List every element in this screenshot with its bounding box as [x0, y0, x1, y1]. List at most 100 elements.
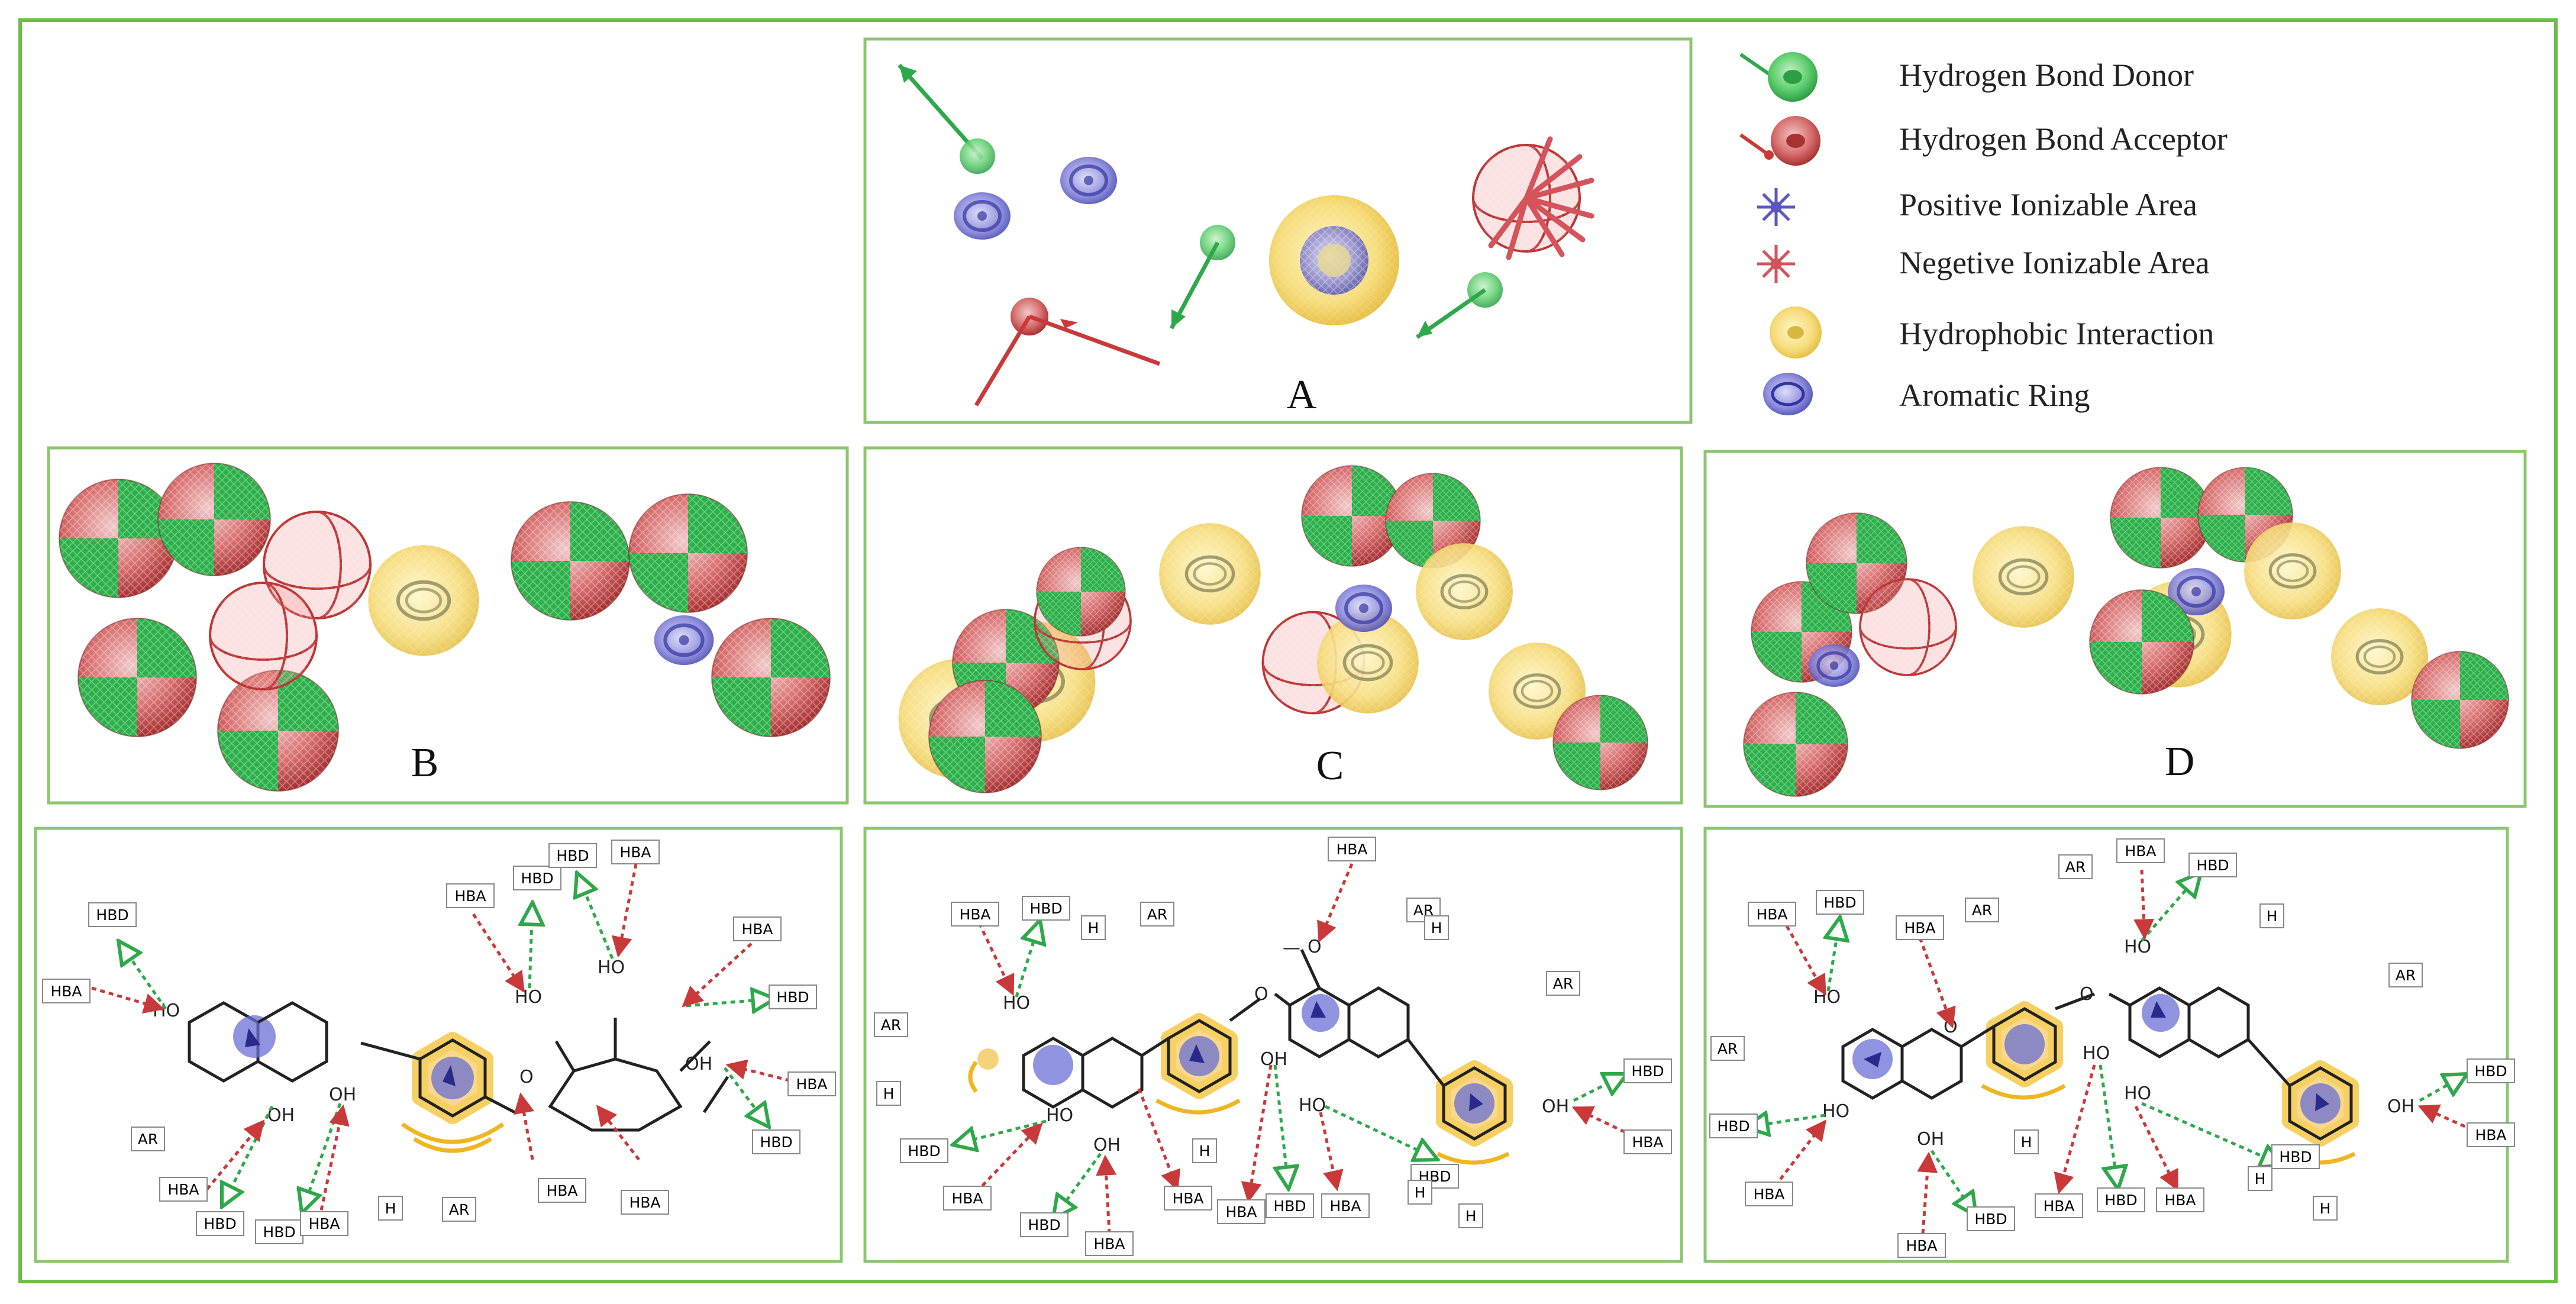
panel-f-arrows: [953, 863, 1634, 1234]
tag-hba: HBA: [796, 1076, 827, 1093]
tag-hba: HBA: [1632, 1134, 1663, 1151]
tag-hba: HBA: [308, 1215, 340, 1232]
tag-hba: HBA: [1172, 1190, 1203, 1207]
panel-a-label: A: [1287, 372, 1317, 418]
tag-hba: HBA: [629, 1194, 660, 1211]
tag-hba: HBA: [546, 1182, 577, 1199]
tag-h: H: [1199, 1142, 1210, 1160]
tag-hbd: HBD: [263, 1224, 295, 1241]
tag-hbd: HBD: [760, 1134, 792, 1151]
atom-o-g2: O: [1944, 1016, 1958, 1037]
tag-hbd: HBD: [1717, 1118, 1749, 1135]
panel-b-label: B: [411, 740, 439, 786]
tag-hba: HBA: [1904, 919, 1935, 937]
aromatic-ring-icon: [1763, 373, 1813, 415]
panel-e-molecule: HO OH OH O HO HO OH: [153, 957, 729, 1153]
atom-o-f1: O: [1254, 984, 1268, 1005]
atom-ho-g8: HO: [2124, 1083, 2151, 1104]
tag-hbd: HBD: [1273, 1198, 1306, 1215]
tag-h: H: [883, 1085, 895, 1102]
atom-ho-g4: HO: [1822, 1101, 1849, 1122]
atom-oh-g5: OH: [1917, 1129, 1944, 1150]
tag-hba: HBA: [741, 921, 773, 938]
atom-ho-e5: HO: [515, 987, 542, 1008]
legend-label-negative: Negetive Ionizable Area: [1899, 245, 2210, 280]
tag-hbd: HBD: [556, 847, 589, 864]
panel-e-arrows: [91, 863, 799, 1219]
tag-ar: AR: [138, 1131, 158, 1148]
atom-oh-f8: OH: [1542, 1096, 1569, 1117]
tag-ar: AR: [2065, 858, 2086, 876]
tag-hba: HBA: [2043, 1198, 2074, 1215]
atom-oh-f5: OH: [1093, 1135, 1121, 1155]
legend-label-hydrophobic: Hydrophobic Interaction: [1899, 316, 2214, 351]
tag-hba: HBA: [50, 983, 82, 1000]
tag-h: H: [2320, 1200, 2331, 1217]
tag-ar: AR: [1972, 902, 1992, 919]
panel-d-label: D: [2165, 739, 2195, 785]
panel-e-tags: HBD HBA AR HBA HBD HBD HBA H AR HBA HBD …: [42, 840, 836, 1244]
tag-h: H: [385, 1200, 396, 1217]
atom-ho-e1: HO: [153, 1000, 180, 1021]
tag-h: H: [2255, 1170, 2266, 1187]
tag-h: H: [1415, 1184, 1426, 1201]
tag-hba: HBA: [1753, 1186, 1784, 1203]
tag-h: H: [1431, 919, 1442, 937]
tag-hbd: HBD: [96, 906, 128, 924]
tag-hbd: HBD: [1029, 900, 1062, 917]
atom-o-g1: O: [2080, 984, 2094, 1005]
tag-hba: HBA: [2475, 1127, 2506, 1144]
atom-ho-g6: HO: [2124, 937, 2151, 957]
tag-hba: HBA: [1756, 906, 1787, 923]
tag-hbd: HBD: [1631, 1063, 1664, 1080]
tag-h: H: [2021, 1134, 2032, 1151]
legend-label-hbd: Hydrogen Bond Donor: [1899, 57, 2194, 93]
legend-label-aromatic: Aromatic Ring: [1899, 377, 2090, 413]
tag-hbd: HBD: [2279, 1148, 2312, 1166]
atom-o-e4: O: [519, 1067, 534, 1087]
tag-hba: HBA: [1906, 1237, 1937, 1254]
tag-hbd: HBD: [908, 1142, 940, 1160]
atom-methyl-f: —: [1283, 938, 1300, 958]
panel-f-molecule: — O O HO HO OH OH HO OH: [968, 937, 1569, 1165]
panel-c-label: C: [1316, 743, 1344, 789]
panel-f-tags: HBA HBD H AR HBA AR H AR AR H HBD HBA HB…: [874, 837, 1672, 1256]
panel-g-molecule: O O HO HO OH HO HO HO OH: [1813, 937, 2414, 1165]
atom-oh-e6: HO: [598, 957, 625, 978]
tag-hba: HBA: [2125, 843, 2156, 860]
tag-ar: AR: [1553, 975, 1573, 992]
tag-ar: AR: [2396, 967, 2416, 984]
tag-hba: HBA: [619, 844, 651, 861]
tag-hba: HBA: [2164, 1192, 2196, 1209]
tag-hba: HBA: [1329, 1198, 1361, 1215]
atom-oh-g9: OH: [2387, 1096, 2414, 1117]
negative-star-icon: [1757, 245, 1795, 283]
tag-hba: HBA: [1093, 1235, 1125, 1253]
hydrophobic-sphere-icon: [1770, 306, 1822, 359]
legend-label-hba: Hydrogen Bond Acceptor: [1899, 121, 2228, 157]
tag-hba: HBA: [167, 1181, 199, 1198]
panel-g-arrows: [1745, 869, 2474, 1234]
tag-hbd: HBD: [204, 1215, 236, 1232]
tag-hbd: HBD: [521, 870, 553, 887]
tag-ar: AR: [1147, 906, 1167, 923]
panel-g-tags: HBA HBD HBA AR AR HBA HBD H AR AR HBD HB…: [1709, 838, 2515, 1258]
tag-hbd: HBD: [776, 989, 809, 1006]
tag-ar: AR: [881, 1016, 901, 1034]
legend-label-positive: Positive Ionizable Area: [1899, 187, 2197, 222]
tag-hbd: HBD: [2104, 1192, 2137, 1209]
tag-hbd: HBD: [2196, 857, 2229, 874]
tag-hba: HBA: [454, 887, 486, 905]
atom-ho-g7: HO: [2083, 1043, 2110, 1064]
panel-a-content: [898, 63, 1594, 406]
tag-hba: HBA: [1225, 1203, 1257, 1221]
tag-hba: HBA: [951, 1190, 983, 1207]
positive-star-icon: [1757, 188, 1795, 226]
atom-oh-e7: OH: [685, 1054, 712, 1074]
tag-hbd: HBD: [1028, 1216, 1060, 1234]
hbd-arrow-sphere-icon: [1739, 52, 1818, 102]
tag-h: H: [1465, 1208, 1477, 1225]
tag-ar: AR: [449, 1201, 469, 1218]
tag-hba: HBA: [959, 906, 990, 923]
